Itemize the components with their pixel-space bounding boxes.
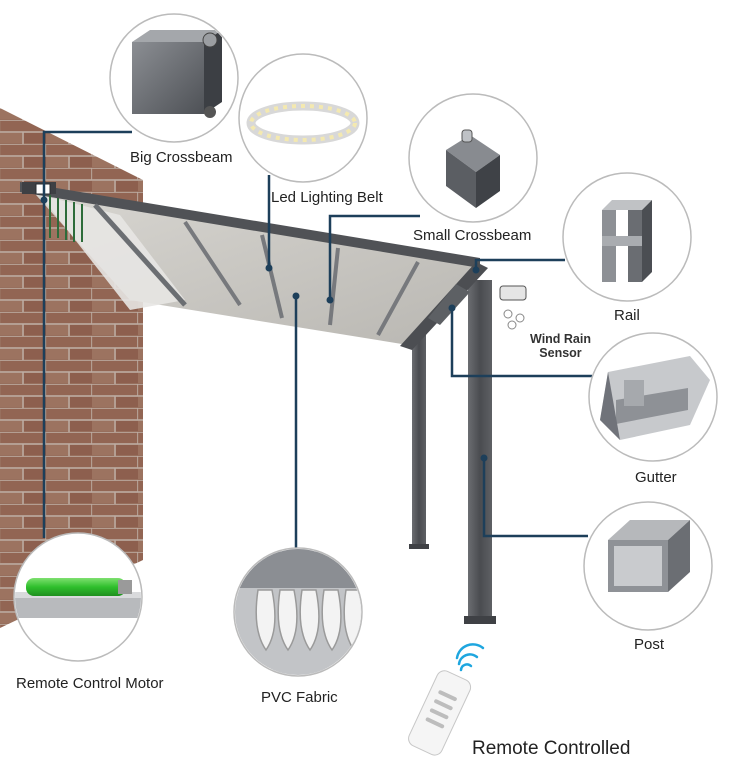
small-crossbeam-detail bbox=[408, 93, 538, 223]
remote-controller bbox=[408, 643, 485, 756]
label-wind-rain-sensor: Wind Rain Sensor bbox=[530, 332, 591, 360]
wifi-signal-icon bbox=[455, 643, 485, 672]
label-remote-control-motor: Remote Control Motor bbox=[16, 675, 164, 692]
label-post: Post bbox=[634, 636, 665, 653]
label-gutter: Gutter bbox=[635, 469, 677, 486]
label-pvc-fabric: PVC Fabric bbox=[261, 689, 338, 706]
rail-detail bbox=[562, 172, 692, 302]
led-lighting-belt-detail bbox=[238, 53, 368, 183]
label-big-crossbeam: Big Crossbeam bbox=[130, 149, 233, 166]
pergola-posts bbox=[409, 280, 496, 624]
label-remote-controlled: Remote Controlled bbox=[472, 738, 631, 759]
post-detail bbox=[583, 501, 713, 631]
pvc-fabric-detail bbox=[233, 547, 363, 677]
label-wind-rain-sensor-line1: Wind Rain bbox=[530, 332, 591, 346]
wind-rain-sensor bbox=[499, 285, 527, 330]
leader-dots bbox=[40, 196, 488, 462]
remote-control-motor-detail bbox=[13, 532, 143, 662]
label-small-crossbeam: Small Crossbeam bbox=[413, 227, 532, 244]
gutter-detail bbox=[588, 332, 718, 462]
big-crossbeam-detail bbox=[109, 13, 239, 143]
label-wind-rain-sensor-line2: Sensor bbox=[539, 346, 582, 360]
pergola-roof bbox=[20, 182, 488, 350]
label-rail: Rail bbox=[614, 307, 640, 324]
label-led-lighting-belt: Led Lighting Belt bbox=[271, 189, 383, 206]
